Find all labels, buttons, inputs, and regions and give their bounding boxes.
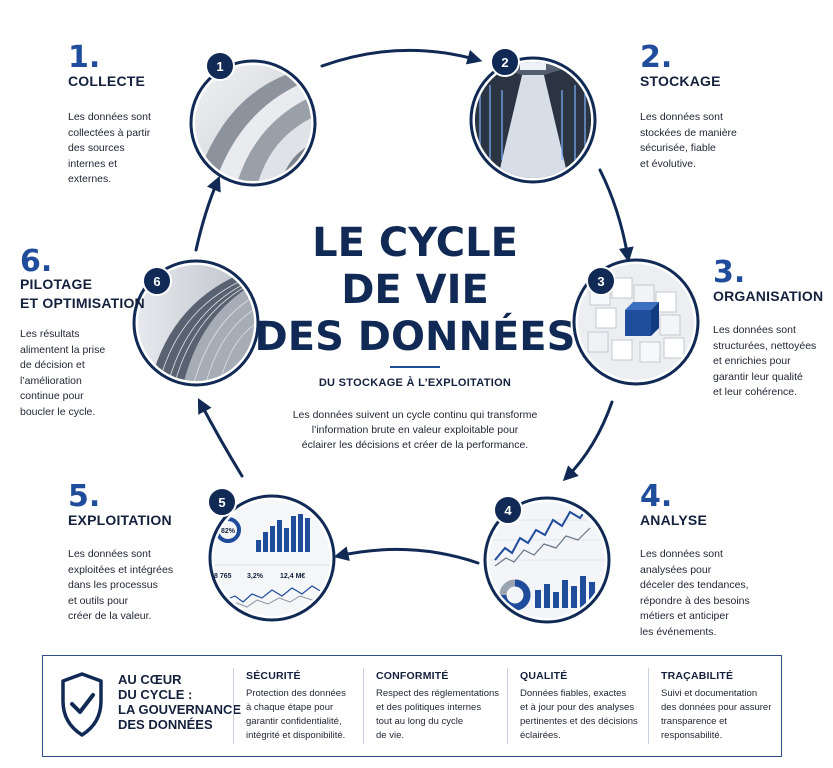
step-4-number: 4. xyxy=(640,479,673,514)
step-2-title: STOCKAGE xyxy=(640,73,721,89)
title-divider xyxy=(390,366,440,368)
arrow-4-to-5 xyxy=(333,546,480,565)
cycle-arrows xyxy=(194,48,634,565)
arrow-2-to-3 xyxy=(598,168,634,263)
step-4-title: ANALYSE xyxy=(640,512,708,528)
dashboard-gauge-label: 82% xyxy=(221,528,236,535)
governance-traceability-title: TRAÇABILITÉ xyxy=(661,670,734,682)
badge-6: 6 xyxy=(153,274,160,289)
step-1-title: COLLECTE xyxy=(68,73,146,89)
page-subtitle: DU STOCKAGE À L’EXPLOITATION xyxy=(318,377,512,389)
governance-compliance-title: CONFORMITÉ xyxy=(376,670,449,682)
step-badges xyxy=(142,47,616,525)
step-5-description: Les données sont exploitées et intégrées… xyxy=(68,548,174,622)
dashboard-kpi-2: 3,2% xyxy=(247,573,264,580)
page-title: LE CYCLE DE VIE DES DONNÉES xyxy=(254,220,576,360)
governance-heading: AU CŒUR DU CYCLE : LA GOUVERNANCE DES DO… xyxy=(118,672,242,732)
step-1-description: Les données sont collectées à partir des… xyxy=(68,111,151,185)
badge-5: 5 xyxy=(218,495,225,510)
badge-2: 2 xyxy=(501,55,508,70)
badge-4: 4 xyxy=(504,503,512,518)
governance-panel xyxy=(42,655,782,757)
cycle-diagram: 1 2 3 4 5 6 82% 8 765 3,2% 12,4 M€ xyxy=(132,47,700,624)
governance-quality-title: QUALITÉ xyxy=(520,670,568,682)
page-description: Les données suivent un cycle continu qui… xyxy=(292,409,538,451)
arrow-3-to-4 xyxy=(562,400,614,482)
step-3-number: 3. xyxy=(713,255,746,290)
step-2-description: Les données sont stockées de manière séc… xyxy=(640,111,737,170)
governance-separator xyxy=(233,668,234,744)
step-6-number: 6. xyxy=(20,244,53,279)
dashboard-kpi-1: 8 765 xyxy=(214,573,232,580)
governance-separator xyxy=(507,668,508,744)
governance-compliance-text: Respect des réglementations et des polit… xyxy=(376,688,500,741)
badge-1: 1 xyxy=(216,59,223,74)
shield-check-icon xyxy=(61,672,103,737)
step-6-description: Les résultats alimentent la prise de déc… xyxy=(20,328,106,418)
step-1-illustration xyxy=(189,59,317,187)
step-1-number: 1. xyxy=(68,40,101,75)
step-5-number: 5. xyxy=(68,479,101,514)
dashboard-kpi-3: 12,4 M€ xyxy=(280,573,305,580)
governance-traceability-text: Suivi et documentation des données pour … xyxy=(661,688,772,741)
governance-quality-text: Données fiables, exactes et à jour pour … xyxy=(520,688,638,741)
governance-separator xyxy=(648,668,649,744)
governance-separator xyxy=(363,668,364,744)
governance-security-text: Protection des données à chaque étape po… xyxy=(246,688,346,741)
governance-security-title: SÉCURITÉ xyxy=(246,670,301,682)
step-2-illustration xyxy=(469,56,597,184)
arrow-1-to-2 xyxy=(320,48,483,68)
step-3-description: Les données sont structurées, nettoyées … xyxy=(713,324,817,398)
step-3-title: ORGANISATION xyxy=(713,288,824,304)
step-2-number: 2. xyxy=(640,40,673,75)
arrow-5-to-6 xyxy=(197,398,244,478)
step-6-title: PILOTAGE ET OPTIMISATION xyxy=(20,276,145,311)
step-4-description: Les données sont analysées pour déceler … xyxy=(640,548,750,638)
step-5-illustration xyxy=(208,494,336,622)
badge-3: 3 xyxy=(597,274,604,289)
step-5-title: EXPLOITATION xyxy=(68,512,172,528)
arrow-6-to-1 xyxy=(194,175,221,252)
